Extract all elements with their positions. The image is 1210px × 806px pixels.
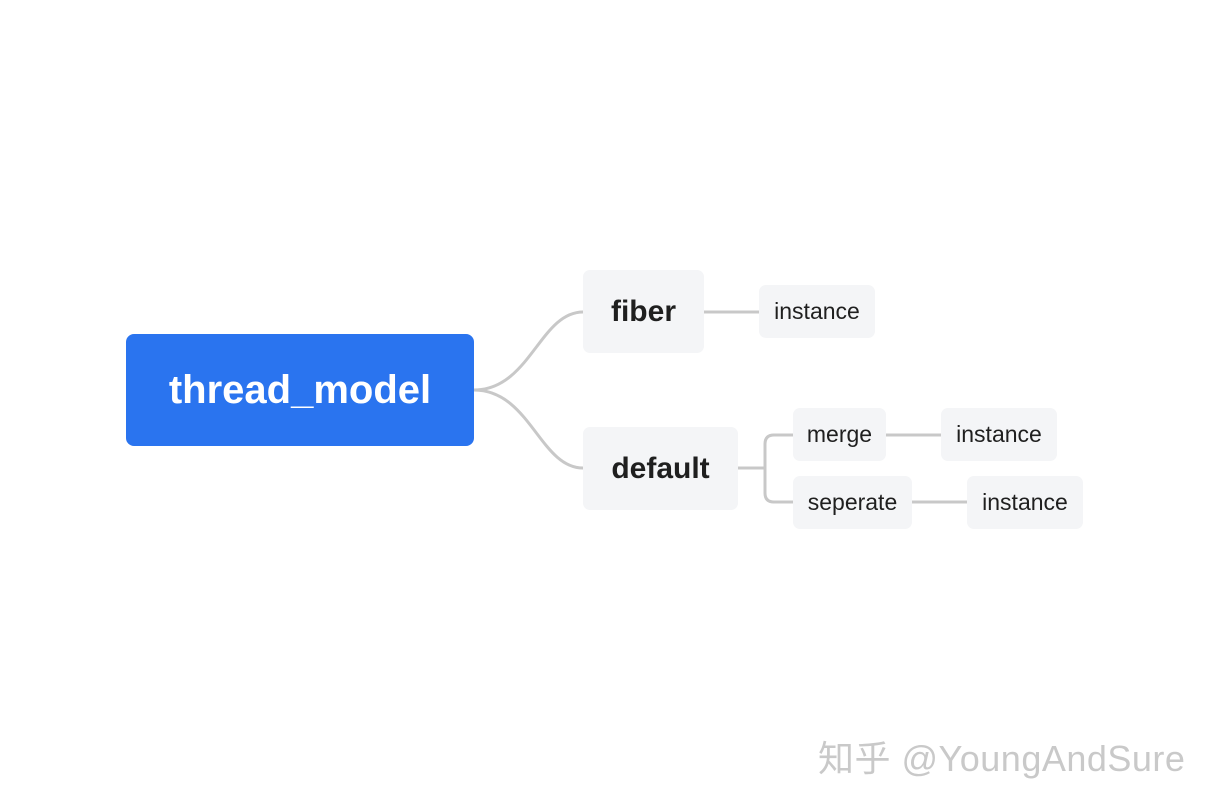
node-default[interactable]: default (583, 427, 738, 510)
node-merge-instance[interactable]: instance (941, 408, 1057, 461)
root-node-label: thread_model (168, 367, 432, 412)
watermark: 知乎 @YoungAndSure (818, 738, 1186, 779)
node-seperate-instance[interactable]: instance (967, 476, 1083, 529)
node-seperate-instance-label: instance (982, 489, 1068, 515)
node-fiber[interactable]: fiber (583, 270, 704, 353)
node-merge[interactable]: merge (793, 408, 886, 461)
connector-root-fiber (472, 310, 585, 392)
node-merge-instance-label: instance (956, 421, 1042, 447)
connector-default-merge (736, 433, 795, 470)
node-fiber-label: fiber (610, 294, 676, 328)
node-seperate[interactable]: seperate (793, 476, 912, 529)
connector-root-default (472, 388, 585, 470)
root-node-thread-model[interactable]: thread_model (126, 334, 474, 446)
node-default-label: default (611, 451, 710, 485)
node-merge-label: merge (806, 421, 873, 447)
connector-default-seperate (763, 466, 795, 504)
node-seperate-label: seperate (807, 489, 898, 515)
node-fiber-instance[interactable]: instance (759, 285, 875, 338)
node-fiber-instance-label: instance (774, 298, 860, 324)
